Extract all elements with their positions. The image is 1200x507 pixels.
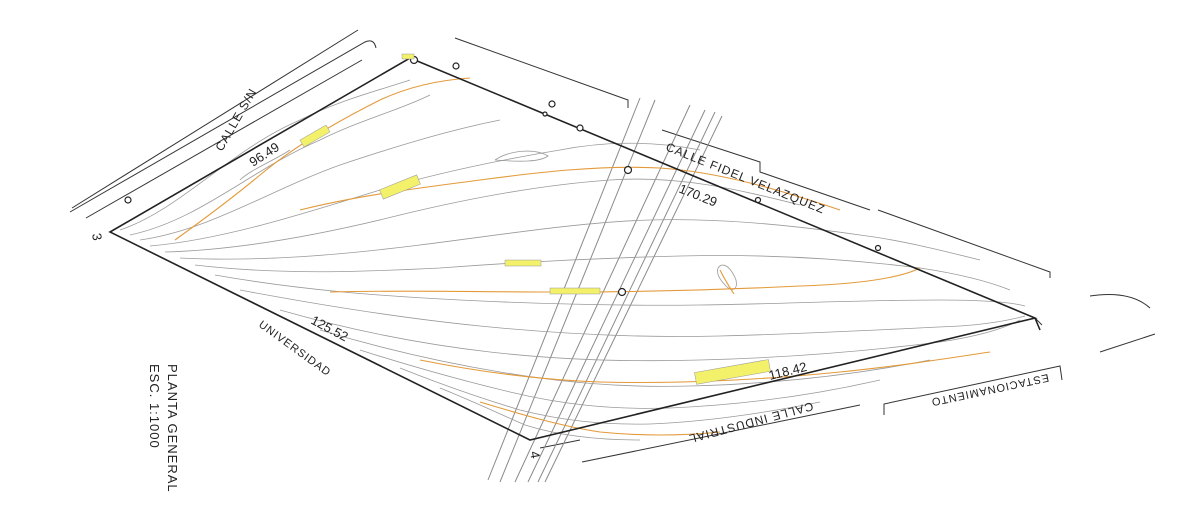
elevation-tags (299, 53, 771, 385)
property-boundary (108, 57, 1038, 441)
street-label-calle-sn: CALLE S/N (212, 86, 259, 154)
dimension-southwest: 125.52 (309, 312, 351, 344)
contour-lines-major (174, 77, 991, 436)
dimension-west: 96.49 (246, 139, 281, 169)
utility-markers (124, 55, 882, 297)
plan-title: PLANTA GENERAL (165, 364, 180, 493)
street-label-estacionamiento: ESTACIONAMIENTO (930, 371, 1050, 408)
plan-scale: ESC. 1:1000 (147, 364, 162, 449)
vertex-4-label: 4 (527, 450, 543, 460)
street-edges (69, 29, 1156, 463)
dimension-north: 170.29 (677, 181, 719, 210)
vertex-3-label: 3 (89, 232, 105, 242)
contour-lines-minor (119, 79, 1026, 441)
street-label-fidel-velazquez: CALLE FIDEL VELAZQUEZ (664, 140, 827, 217)
